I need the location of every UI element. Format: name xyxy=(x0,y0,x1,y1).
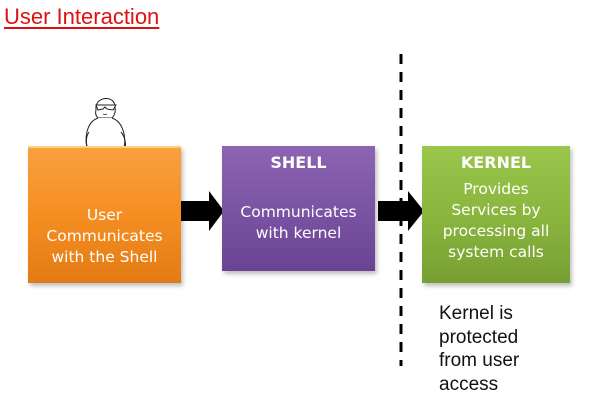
user-box-line: User xyxy=(86,206,123,224)
diagram-title: User Interaction xyxy=(4,4,160,29)
shell-heading: SHELL xyxy=(270,153,327,172)
kernel-protection-note: Kernel is protected from user access xyxy=(439,302,519,396)
note-line: access xyxy=(439,373,499,395)
kernel-box-line: processing all xyxy=(442,222,550,240)
arrow-shell-to-kernel-icon xyxy=(378,191,424,231)
arrow-user-to-shell-icon xyxy=(181,191,224,231)
shell-box: SHELL Communicates with kernel xyxy=(222,146,375,271)
user-box-text: User Communicates with the Shell xyxy=(28,205,181,268)
note-line: from user xyxy=(439,350,520,371)
kernel-box-text: Provides Services by processing all syst… xyxy=(422,179,570,263)
kernel-box-line: Services by xyxy=(451,201,541,219)
kernel-box: KERNEL Provides Services by processing a… xyxy=(422,146,570,283)
note-line: protected xyxy=(439,326,519,348)
kernel-heading: KERNEL xyxy=(460,153,532,172)
shell-box-text: Communicates with kernel xyxy=(222,202,375,244)
protection-boundary-dashed-line xyxy=(399,54,403,366)
user-box: User Communicates with the Shell xyxy=(28,146,181,283)
user-box-line: Communicates xyxy=(46,227,163,245)
shell-box-line: Communicates xyxy=(240,203,357,221)
kernel-box-line: system calls xyxy=(448,243,544,261)
user-box-line: with the Shell xyxy=(51,248,158,266)
note-line: Kernel is xyxy=(439,303,513,324)
kernel-box-line: Provides xyxy=(463,180,529,198)
shell-box-line: with kernel xyxy=(255,224,342,242)
